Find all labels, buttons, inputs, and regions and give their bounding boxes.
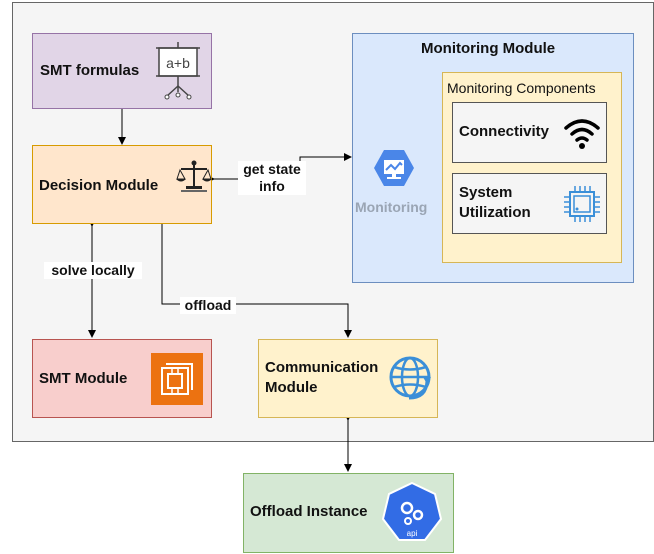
monitoring-module-title: Monitoring Module [421,40,556,57]
formula-board-icon: a+b [156,42,200,100]
smt-module-label: SMT Module [39,370,128,387]
monitoring-icon-label: Monitoring [355,199,428,215]
offload-instance-label: Offload Instance [250,503,368,520]
smt-formulas-box: SMT formulas a+b [32,33,212,109]
kubernetes-api-icon: api [381,481,443,541]
connectivity-label: Connectivity [459,123,550,140]
offload-instance-box: Offload Instance api [243,473,454,553]
monitoring-components-box: Monitoring Components [442,72,622,263]
edge-offload [161,224,352,338]
aws-compute-icon [151,353,203,405]
monitoring-icon [374,150,414,186]
connectivity-box: Connectivity [452,102,607,163]
monitoring-components-title: Monitoring Components [447,80,596,96]
svg-text:api: api [407,529,418,538]
offload-label: offload [180,297,236,314]
solve-locally-label: solve locally [44,262,142,279]
globe-refresh-icon [389,356,431,400]
smt-formulas-label: SMT formulas [40,62,140,79]
smt-module-box: SMT Module [32,339,212,418]
decision-module-box: Decision Module [32,145,212,224]
scales-icon [176,160,212,192]
decision-module-label: Decision Module [39,177,159,194]
wifi-icon [564,119,600,149]
chip-icon [564,186,600,222]
svg-text:a+b: a+b [166,55,190,71]
